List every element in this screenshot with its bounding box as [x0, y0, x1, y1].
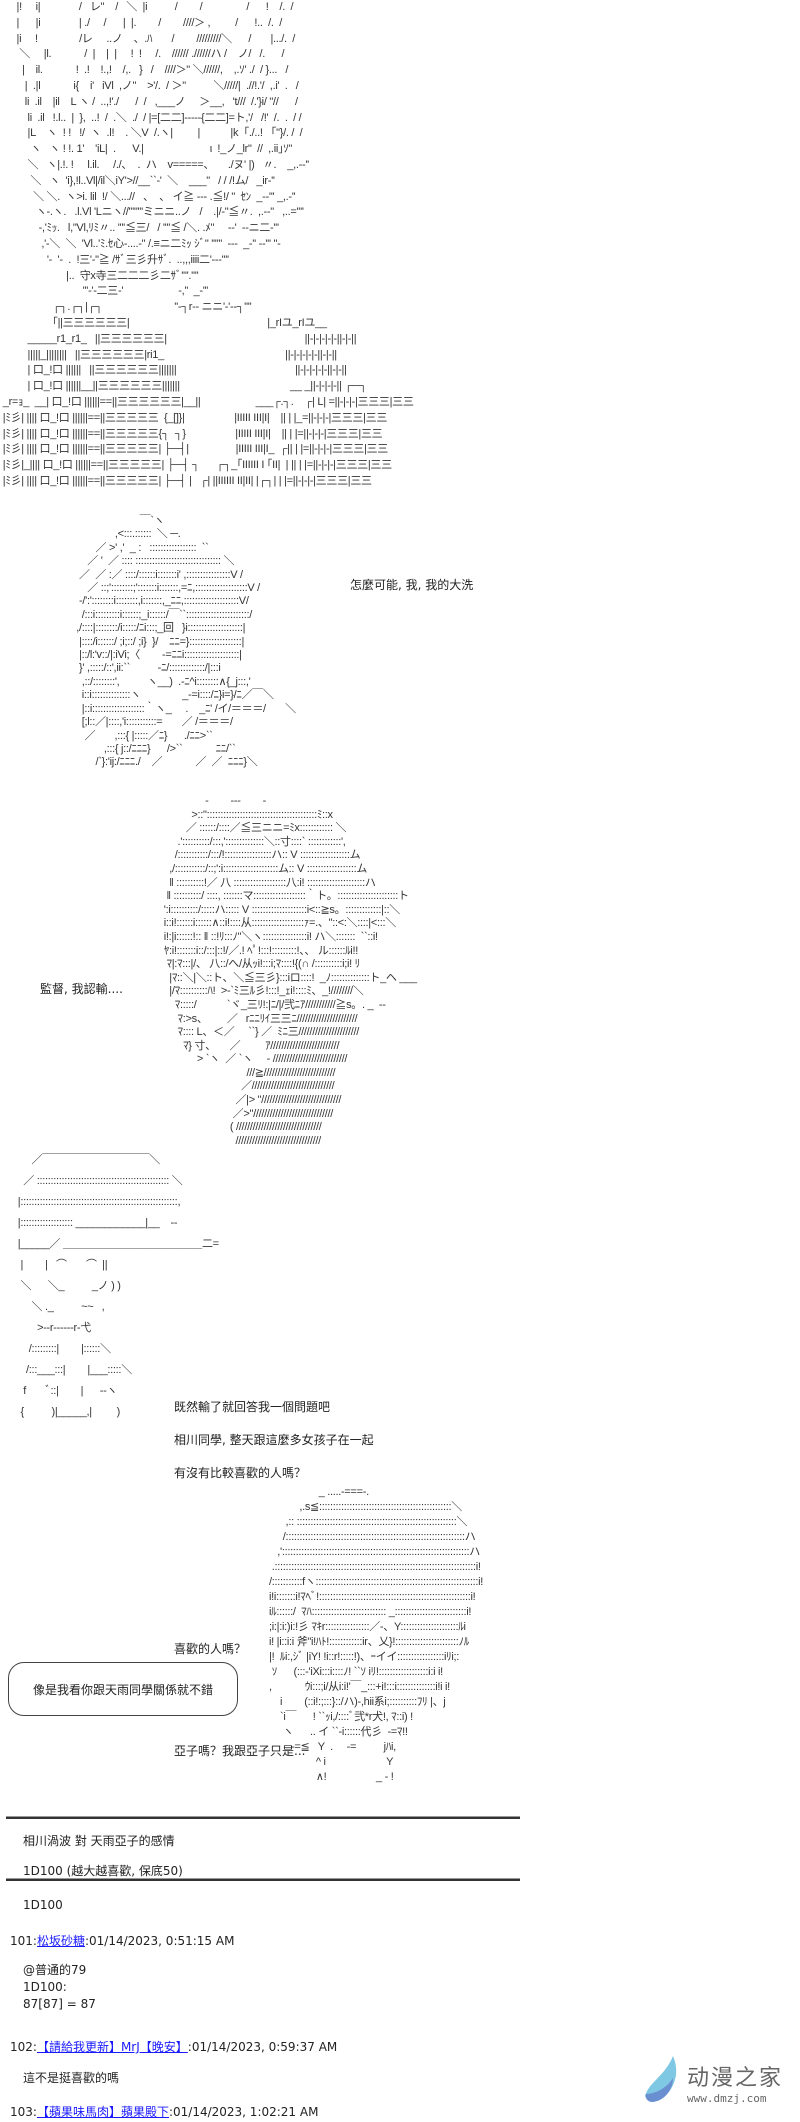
divider	[6, 1878, 520, 1881]
dialogue-kid-2: 相川同學, 整天跟這麼多女孩子在一起	[174, 1433, 374, 1447]
post-header-101: 101:松坂砂糖:01/14/2023, 0:51:15 AM	[10, 1932, 234, 1949]
post-number: 101:	[10, 1934, 37, 1948]
watermark-title: 动漫之家	[687, 2066, 784, 2091]
dialogue-face: 怎麼可能, 我, 我的大洗	[350, 578, 474, 592]
roll-title: 相川渦波 對 天雨亞子的感情	[23, 1834, 175, 1848]
kid-ascii-art: ／￣￣￣￣￣￣￣￣￣￣＼ ／ :::::::::::::::::::::::::…	[17, 1154, 219, 1418]
watermark-url: www.dmzj.com	[687, 2092, 767, 2105]
divider	[6, 1816, 520, 1819]
post-header-102: 102:【請給我更新】MrJ【晚安】:01/14/2023, 0:59:37 A…	[10, 2038, 337, 2055]
roll-description: 1D100 (越大越喜歡, 保底50)	[23, 1864, 183, 1878]
dialogue-girl-2: 亞子嗎？我跟亞子只是...	[174, 1744, 306, 1758]
face-ascii-art: ￣`ヽ ,<:::.:::::: ＼ ─. ／ >' ,' _ : ::::::…	[76, 515, 296, 769]
speech-bubble: 像是我看你跟天雨同學關係就不錯	[8, 1662, 238, 1716]
post-author-link[interactable]: 【請給我更新】MrJ【晚安】	[36, 2040, 188, 2054]
post-timestamp: :01/14/2023, 0:59:37 AM	[187, 2040, 338, 2054]
post-body-101: @普通的79 1D100: 87[87] = 87	[23, 1962, 96, 2013]
post-author-link[interactable]: 松坂砂糖	[36, 1934, 85, 1948]
post-timestamp: :01/14/2023, 0:51:15 AM	[84, 1934, 235, 1948]
city-ascii-art: |! i| / レ" / ＼ |i / / / ! /. / | |i | ./…	[2, 1, 414, 487]
post-line: 87[87] = 87	[23, 1997, 96, 2011]
girl-ascii-art: _ .....-===-. ,.s≦::::::::::::::::::::::…	[269, 1486, 484, 1783]
post-author-link[interactable]: 【蘋果味馬肉】蘋果殿下	[36, 2105, 169, 2119]
post-header-103: 103:【蘋果味馬肉】蘋果殿下:01/14/2023, 1:02:21 AM	[10, 2103, 318, 2120]
dialogue-kid-3: 有沒有比較喜歡的人嗎？	[174, 1466, 307, 1480]
dialogue-cap: 監督, 我認輸....	[40, 982, 123, 996]
post-body-102: 這不是挺喜歡的嗎	[23, 2070, 119, 2087]
dialogue-girl-1: 喜歡的人嗎？	[174, 1642, 247, 1656]
post-timestamp: :01/14/2023, 1:02:21 AM	[168, 2105, 319, 2119]
cap-character-ascii-art: - --- - >::"::::::::::::::::::::::::::::…	[163, 795, 417, 1147]
post-line: 1D100:	[23, 1980, 67, 1994]
roll-label: 1D100	[23, 1898, 63, 1912]
post-line: @普通的79	[23, 1963, 87, 1977]
dialogue-kid-1: 既然輸了就回答我一個問題吧	[174, 1400, 331, 1414]
dmzj-watermark: 动漫之家 www.dmzj.com	[643, 2056, 793, 2111]
speech-bubble-text: 像是我看你跟天雨同學關係就不錯	[32, 1682, 213, 1697]
post-number: 102:	[10, 2040, 37, 2054]
post-line: 這不是挺喜歡的嗎	[23, 2071, 120, 2085]
post-number: 103:	[10, 2105, 37, 2119]
flame-logo-icon	[645, 2056, 677, 2102]
